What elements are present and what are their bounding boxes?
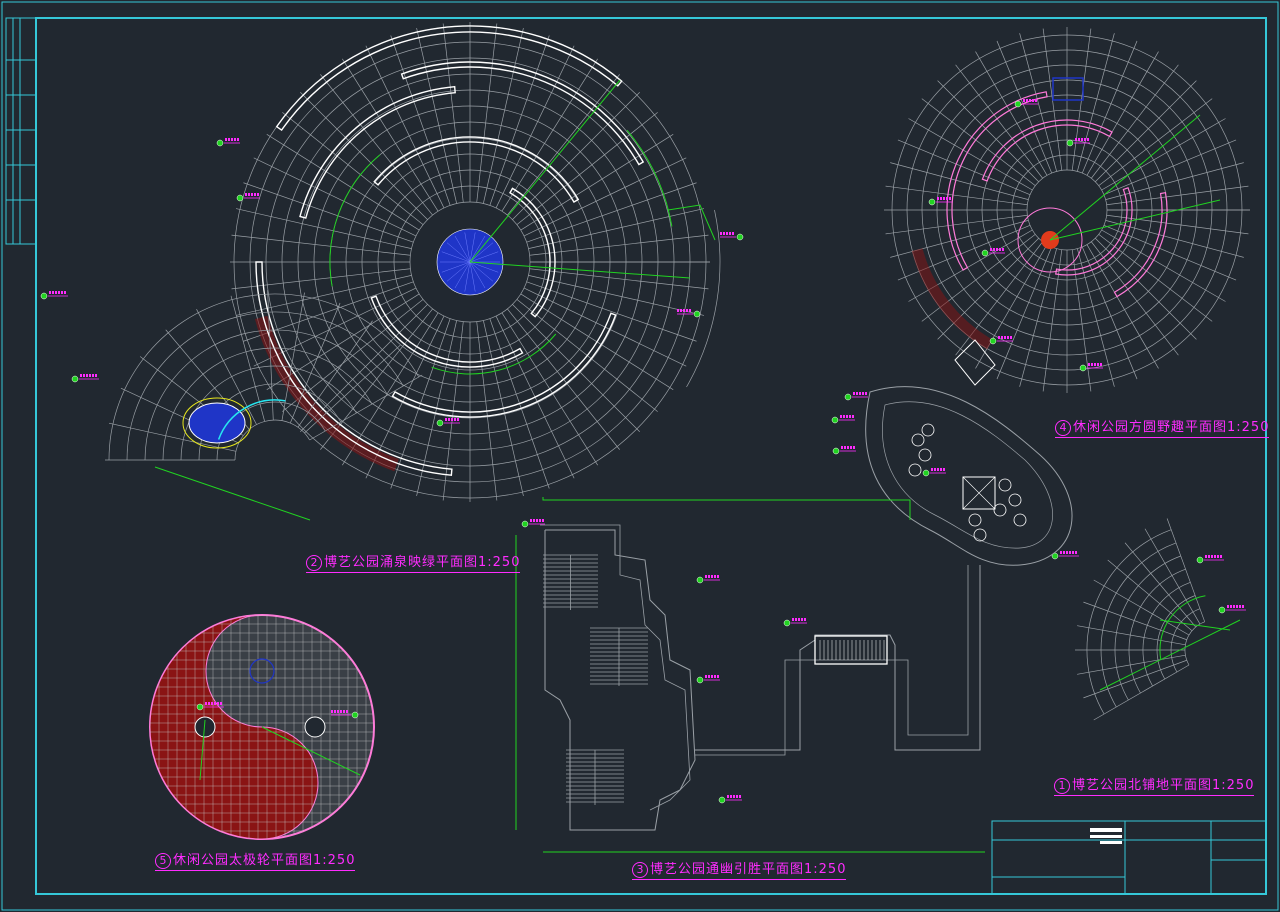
plan-number-badge: 3 [632, 862, 648, 878]
taiji-eye [304, 716, 326, 738]
plan-title-text: 博艺公园涌泉映绿平面图1:250 [324, 555, 521, 570]
plan-title-text: 休闲公园太极轮平面图1:250 [173, 853, 356, 868]
plan-3-path-plan [515, 386, 1073, 853]
plan-title-text: 休闲公园方圆野趣平面图1:250 [1073, 420, 1270, 435]
callout-dot-icon [216, 139, 224, 147]
white-ring-wall [275, 25, 623, 132]
plan-2-left-fan [40, 290, 423, 521]
callout-dot-icon [928, 198, 936, 206]
winding-path [695, 565, 981, 751]
title-block [991, 820, 1267, 895]
callout-dot-icon [71, 375, 79, 383]
stepping-stone [911, 433, 925, 447]
white-ring-wall [255, 261, 453, 476]
stepping-stone [921, 423, 935, 437]
callout-dot-icon [1014, 100, 1022, 108]
callout-dot-icon [718, 796, 726, 804]
plan-5-taiji-wheel [149, 614, 375, 840]
oval-pool [188, 402, 246, 444]
stepping-stone [908, 463, 922, 477]
plan-4-round-plaza [884, 27, 1250, 393]
callout-dot-icon [696, 576, 704, 584]
red-paving-band [911, 248, 993, 350]
drawing-border [35, 17, 1267, 895]
callout-dot-icon [981, 249, 989, 257]
callout-dot-icon [832, 447, 840, 455]
callout-dot-icon [521, 520, 529, 528]
callout-dot-icon [696, 676, 704, 684]
callout-dot-icon [831, 416, 839, 424]
stepping-stone [968, 513, 982, 527]
callout-dot-icon [351, 711, 359, 719]
callout-dot-icon [436, 419, 444, 427]
callout-dot-icon [922, 469, 930, 477]
title-block-marks [1090, 828, 1122, 844]
plan-title-text: 博艺公园北铺地平面图1:250 [1072, 778, 1255, 793]
callout-dot-icon [783, 619, 791, 627]
stepping-stone [1013, 513, 1027, 527]
callout-dot-icon [693, 310, 701, 318]
white-ring-wall [370, 295, 524, 368]
stepping-stone [918, 448, 932, 462]
callout-dot-icon [236, 194, 244, 202]
stepping-stone [993, 503, 1007, 517]
pink-ring-wall [1113, 191, 1168, 298]
white-ring-wall [509, 187, 556, 318]
stepping-stone [998, 478, 1012, 492]
callout-dot-icon [1079, 364, 1087, 372]
stair-block [566, 749, 624, 805]
pavilion [962, 476, 996, 510]
diamond-marker [954, 339, 996, 386]
pink-ring-wall [981, 119, 1113, 182]
plan-number-badge: 1 [1054, 778, 1070, 794]
callout-dot-icon [989, 337, 997, 345]
stepping-stone [1008, 493, 1022, 507]
callout-dot-icon [40, 292, 48, 300]
white-ring-wall [400, 61, 645, 166]
plan-2-fountain-plaza [216, 22, 744, 502]
white-ring-wall [373, 136, 580, 203]
white-ring-wall [391, 312, 617, 418]
stepping-stone [973, 528, 987, 542]
pergola [814, 635, 888, 665]
taiji-eye [194, 716, 216, 738]
plan-number-badge: 5 [155, 853, 171, 869]
callout-dot-icon [1066, 139, 1074, 147]
callout-dot-icon [1196, 556, 1204, 564]
plan-number-badge: 2 [306, 555, 322, 571]
plan-1-north-paving [1051, 518, 1246, 721]
kidney-pond [865, 386, 1073, 566]
stair-block [543, 554, 598, 610]
white-ring-wall [299, 85, 456, 219]
callout-dot-icon [844, 393, 852, 401]
callout-dot-icon [196, 703, 204, 711]
path-outline [544, 529, 696, 831]
plan-title-text: 博艺公园通幽引胜平面图1:250 [650, 862, 847, 877]
binding-strip [5, 17, 37, 245]
red-paving-band [254, 315, 399, 472]
plan-number-badge: 4 [1055, 420, 1071, 436]
stair-block [590, 627, 648, 686]
callout-dot-icon [1218, 606, 1226, 614]
dimension-line [542, 497, 911, 520]
callout-dot-icon [736, 233, 744, 241]
